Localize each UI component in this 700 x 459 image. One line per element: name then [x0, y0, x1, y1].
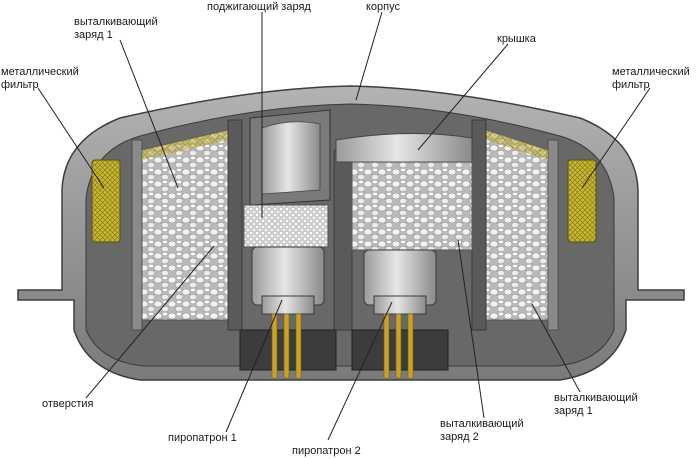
eject-charge-2-chamber — [351, 161, 473, 251]
label-housing: корпус — [366, 1, 401, 13]
eject-charge-right-chamber — [485, 129, 549, 321]
metal-filter-right — [567, 159, 597, 243]
label-holes: отверстия — [42, 398, 94, 410]
label-lid: крышка — [497, 33, 536, 45]
squib-2 — [351, 249, 449, 379]
lid — [335, 132, 473, 163]
squib-1 — [239, 246, 337, 379]
eject-charge-left-chamber — [141, 129, 233, 321]
label-squib-1: пиропатрон 1 — [168, 432, 237, 444]
leader-lines — [37, 11, 651, 441]
label-squib-2: пиропатрон 2 — [292, 445, 361, 457]
ignition-charge-column — [243, 109, 331, 248]
label-ignition-charge: поджигающий заряд — [207, 1, 311, 13]
metal-filter-left — [91, 159, 121, 243]
